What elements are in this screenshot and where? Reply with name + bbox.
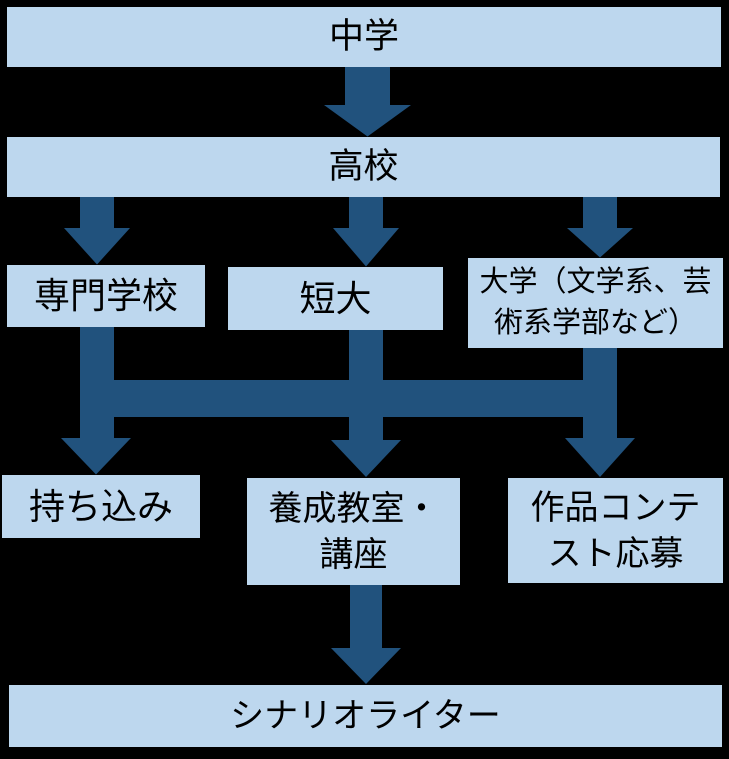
node-middle-school: 中学 <box>7 7 721 67</box>
node-junior-college: 短大 <box>228 267 443 330</box>
arrowhead-to-submission <box>61 438 131 475</box>
arrow-high-school-to-vocational <box>64 197 130 265</box>
arrowhead-to-training-course <box>331 440 401 477</box>
node-contest-entry-label-line2: スト応募 <box>547 534 684 573</box>
node-university: 大学（文学系、芸 術系学部など） <box>468 258 723 348</box>
node-training-course: 養成教室・ 講座 <box>247 478 460 585</box>
node-contest-entry: 作品コンテ スト応募 <box>508 478 723 583</box>
node-middle-school-label: 中学 <box>328 17 399 56</box>
bus-horizontal-bar <box>80 380 617 417</box>
node-vocational-school-label: 専門学校 <box>33 275 178 317</box>
node-vocational-school: 専門学校 <box>7 265 205 327</box>
node-training-course-label-line2: 講座 <box>319 535 388 574</box>
node-university-label-line1: 大学（文学系、芸 <box>479 266 712 298</box>
arrow-high-school-to-junior-college <box>333 197 399 267</box>
node-submission-label: 持ち込み <box>28 485 173 527</box>
node-scenario-writer-label: シナリオライター <box>230 696 501 735</box>
node-contest-entry-label-line1: 作品コンテ <box>530 488 701 527</box>
arrow-training-course-to-writer <box>331 585 401 684</box>
node-high-school: 高校 <box>7 137 720 197</box>
arrowhead-to-contest-entry <box>565 438 635 477</box>
arrow-middle-school-to-high-school <box>324 67 411 137</box>
node-high-school-label: 高校 <box>328 147 399 186</box>
node-submission: 持ち込み <box>2 475 200 538</box>
node-training-course-label-line1: 養成教室・ <box>268 489 439 528</box>
node-junior-college-label: 短大 <box>299 277 372 319</box>
arrow-high-school-to-university <box>567 197 633 258</box>
node-scenario-writer: シナリオライター <box>9 685 722 747</box>
node-university-label-line2: 術系学部など） <box>493 307 697 339</box>
